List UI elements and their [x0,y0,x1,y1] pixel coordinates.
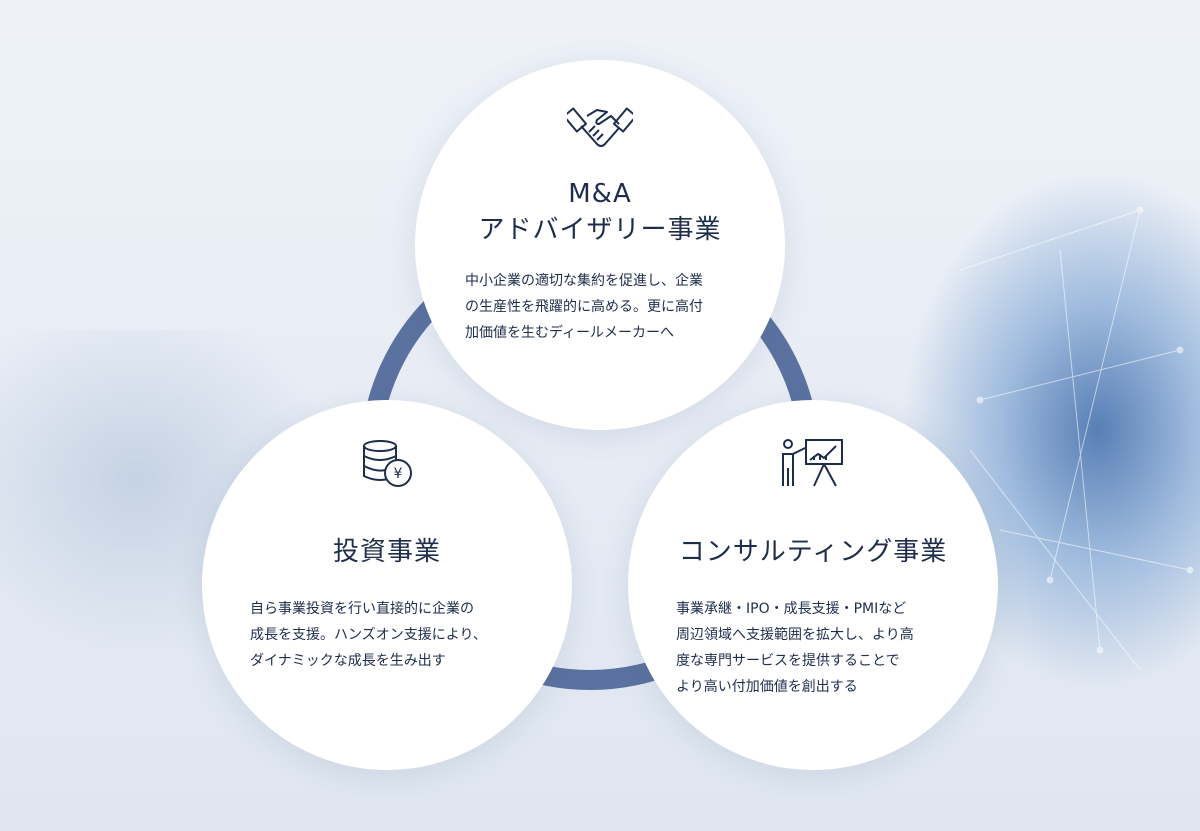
service-title: M&A アドバイザリー事業 [415,176,785,248]
service-consulting: コンサルティング事業 事業承継・IPO・成長支援・PMIなど 周辺領域へ支援範囲… [628,400,998,770]
service-ma-advisory: M&A アドバイザリー事業 中小企業の適切な集約を促進し、企業 の生産性を飛躍的… [415,60,785,430]
title-line-2: アドバイザリー事業 [478,215,722,245]
service-investment: ¥ 投資事業 自ら事業投資を行い直接的に企業の 成長を支援。ハンズオン支援により… [202,400,572,770]
presentation-chart-icon [782,439,843,487]
network-globe-decoration [959,206,1194,671]
svg-text:¥: ¥ [394,466,403,482]
service-description: 事業承継・IPO・成長支援・PMIなど 周辺領域へ支援範囲を拡大し、より高 度な… [676,601,914,695]
service-description: 自ら事業投資を行い直接的に企業の 成長を支援。ハンズオン支援により、 ダイナミッ… [250,601,487,669]
service-description: 中小企業の適切な集約を促進し、企業 の生産性を飛躍的に高める。更に高付 加価値を… [465,273,703,341]
title-line-1: M&A [568,179,632,209]
service-title: コンサルティング事業 [678,537,948,567]
handshake-icon [567,107,633,147]
yen-coins-icon: ¥ [363,440,412,487]
service-title: 投資事業 [332,537,441,567]
